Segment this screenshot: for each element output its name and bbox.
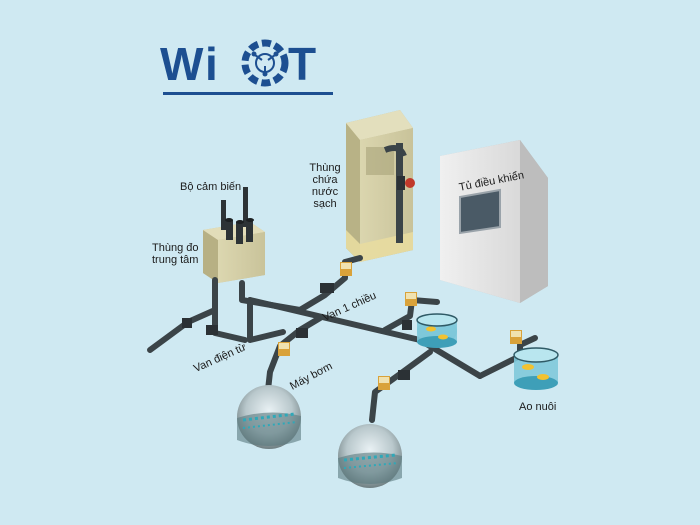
label-clean-tank-line3: nước bbox=[311, 186, 339, 198]
tank-valve-handle bbox=[405, 178, 415, 188]
check-valve-fitting bbox=[320, 262, 352, 293]
pond-photo-1 bbox=[237, 385, 301, 449]
label-pond: Ao nuôi bbox=[519, 401, 557, 413]
pond-tank-2 bbox=[513, 347, 559, 390]
label-clean-tank: Thùng chứa nước sạch bbox=[303, 162, 347, 210]
gear-circuit-icon bbox=[241, 39, 289, 87]
label-sensor: Bộ cảm biến bbox=[180, 181, 242, 193]
control-cabinet bbox=[440, 140, 548, 303]
sensor-probes bbox=[221, 187, 254, 244]
solenoid-valve-fitting bbox=[182, 318, 218, 335]
cabinet-screen bbox=[459, 188, 501, 235]
label-clean-tank-line4: sạch bbox=[313, 198, 337, 210]
label-central-tank-line1: Thùng đo bbox=[152, 242, 199, 254]
wiot-logo: Wi T bbox=[160, 38, 333, 95]
svg-text:T: T bbox=[288, 38, 316, 90]
pond-photo-2 bbox=[338, 424, 402, 488]
svg-text:Wi: Wi bbox=[160, 38, 220, 90]
logo-underline bbox=[163, 92, 333, 95]
clean-water-tank bbox=[346, 110, 415, 262]
pump-fittings bbox=[278, 328, 410, 390]
pond-tank-1 bbox=[416, 313, 458, 348]
label-central-tank-line2: trung tâm bbox=[152, 254, 199, 266]
central-measuring-tank bbox=[203, 187, 265, 283]
label-central-tank: Thùng đo trung tâm bbox=[152, 242, 198, 266]
flow-meters bbox=[402, 292, 522, 344]
label-clean-tank-line2: chứa bbox=[312, 174, 338, 186]
label-clean-tank-line1: Thùng bbox=[309, 162, 341, 174]
